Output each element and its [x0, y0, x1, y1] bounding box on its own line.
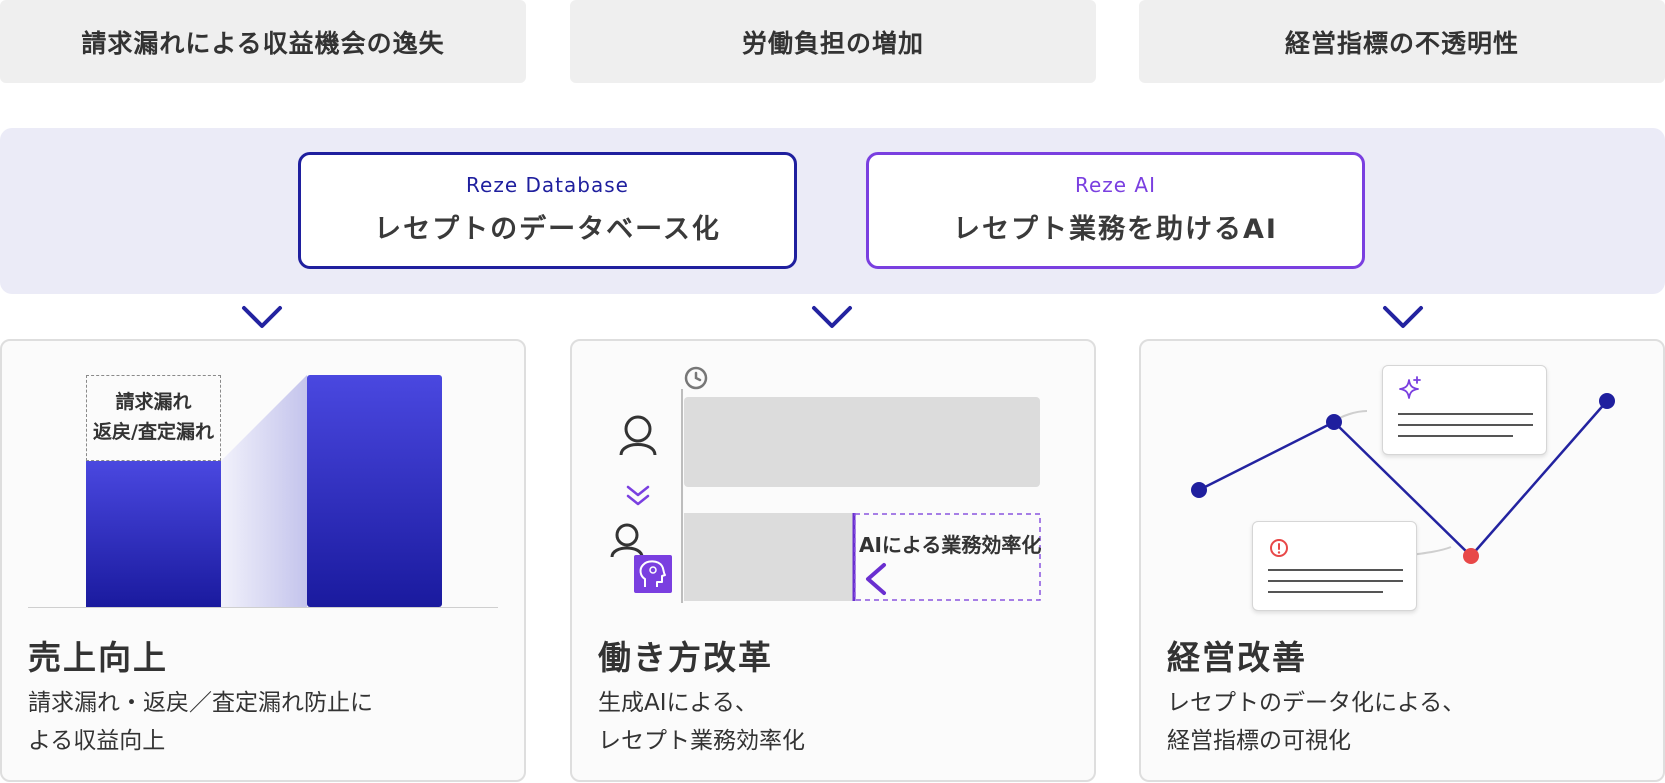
problem-label: 経営指標の不透明性 [1284, 28, 1519, 58]
insight-note-card [1382, 365, 1547, 455]
alert-note-card [1252, 521, 1417, 611]
growth-bridge [221, 375, 307, 607]
clock-icon [684, 366, 708, 390]
product-title: レセプト業務を助けるAI [953, 214, 1278, 245]
flow-arrow-1 [242, 92, 282, 328]
product-box-database: Reze Database レセプトのデータベース化 [298, 152, 797, 269]
metrics-line [1198, 400, 1608, 558]
time-bar-after [684, 513, 854, 601]
work-efficiency-graphic [610, 366, 1048, 603]
problem-box-metrics: 経営指標の不透明性 [1139, 0, 1665, 83]
card-desc-line: レセプトのデータ化による、 [1167, 690, 1466, 716]
bar-before [86, 461, 221, 607]
card-desc-line: 請求漏れ・返戻／査定漏れ防止に [28, 690, 373, 716]
product-name: Reze Database [466, 173, 629, 197]
problem-label: 請求漏れによる収益機会の逸失 [81, 28, 445, 58]
ai-head-icon [634, 555, 672, 593]
metric-point [1326, 414, 1342, 430]
problem-box-billing: 請求漏れによる収益機会の逸失 [0, 0, 526, 83]
double-chevron-down-icon [626, 485, 650, 506]
leakage-label-line1: 請求漏れ [115, 391, 192, 413]
card-desc-line: レセプト業務効率化 [598, 728, 805, 754]
time-bar-before [684, 397, 1040, 487]
flow-arrow-3 [1383, 92, 1423, 328]
time-saved-arrow-head [866, 563, 886, 595]
card-title: 売上向上 [28, 638, 168, 677]
chart-baseline [28, 607, 498, 608]
card-description: 生成AIによる、 レセプト業務効率化 [598, 684, 805, 760]
metrics-line-graphic [1191, 393, 1615, 564]
card-desc-line: 生成AIによる、 [598, 690, 758, 716]
time-saved-box [854, 513, 1041, 601]
card-desc-line: 経営指標の可視化 [1167, 728, 1351, 754]
ai-efficiency-label: AIによる業務効率化 [859, 533, 1042, 557]
flow-arrows [242, 92, 1423, 328]
product-name: Reze AI [1074, 173, 1157, 197]
product-title: レセプトのデータベース化 [374, 214, 721, 245]
card-management: 経営改善 レセプトのデータ化による、 経営指標の可視化 [1139, 339, 1665, 782]
problem-box-workload: 労働負担の増加 [570, 0, 1096, 83]
sparkle-icon [1399, 376, 1421, 399]
card-work-style: AIによる業務効率化 働き方改革 生成AIによる、 レセプト業務効率化 [570, 339, 1096, 782]
card-description: 請求漏れ・返戻／査定漏れ防止に よる収益向上 [28, 684, 373, 760]
metric-point [1599, 393, 1615, 409]
revenue-bar-graphic [86, 375, 442, 607]
card-title: 働き方改革 [598, 638, 773, 677]
metric-point [1191, 482, 1207, 498]
person-icon [619, 415, 657, 456]
problem-label: 労働負担の増加 [741, 28, 924, 58]
alert-icon [1270, 539, 1288, 557]
leakage-label-box: 請求漏れ 返戻/査定漏れ [86, 375, 221, 461]
card-description: レセプトのデータ化による、 経営指標の可視化 [1167, 684, 1465, 760]
flow-arrow-2 [812, 92, 852, 328]
bar-after [307, 375, 442, 607]
leakage-label-line2: 返戻/査定漏れ [93, 421, 214, 443]
card-revenue: 請求漏れ 返戻/査定漏れ 売上向上 請求漏れ・返戻／査定漏れ防止に よる収益向上 [0, 339, 526, 782]
product-box-ai: Reze AI レセプト業務を助けるAI [866, 152, 1365, 269]
metric-point-alert [1463, 548, 1479, 564]
card-title: 経営改善 [1167, 638, 1307, 677]
card-desc-line: よる収益向上 [28, 728, 166, 754]
person-icon [610, 523, 644, 558]
